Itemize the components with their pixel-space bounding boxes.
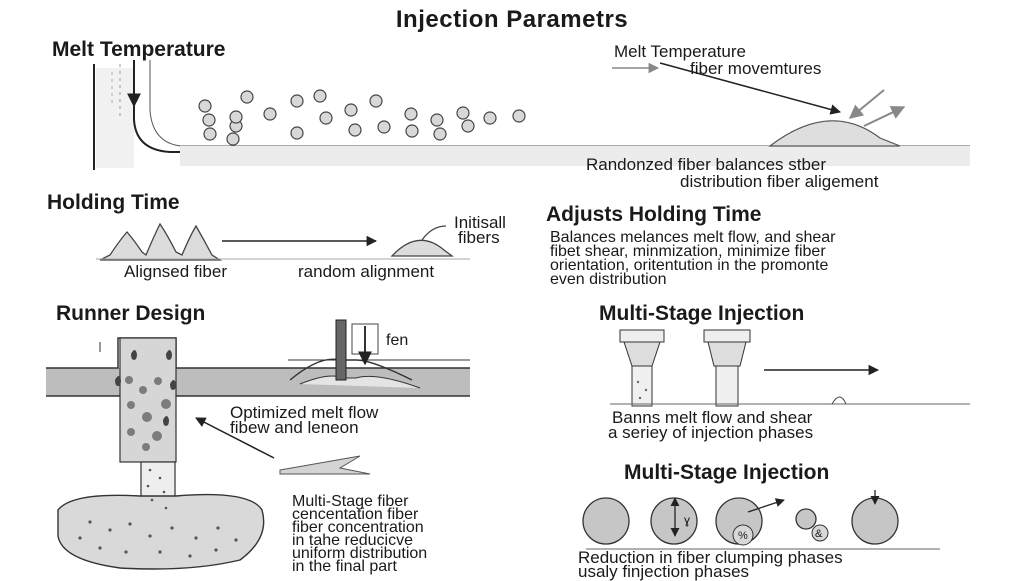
initial-fibers-label-line2: fibers: [458, 228, 500, 247]
circle-label-a: ɣ: [684, 513, 691, 527]
circle-label-b: %: [738, 530, 748, 542]
initial-fibers-label-line1: Initisall: [454, 213, 506, 232]
multi-stage-injection-heading-1: Multi-Stage Injection: [599, 302, 805, 325]
runner-line-4: in tahe reducicve: [292, 532, 413, 549]
random-alignment-label: random alignment: [298, 262, 435, 281]
page-title: Injection Parametrs: [395, 6, 629, 33]
multi-stage-injection-illustration-1: [610, 329, 970, 407]
fen-label: fen: [386, 332, 409, 349]
runner-design-heading: Runner Design: [56, 302, 206, 325]
runner-line-5: uniform distribution: [292, 545, 428, 562]
holding-time-illustration: [96, 222, 470, 261]
aligned-fiber-label: Alignsed fiber: [124, 262, 228, 281]
adjusts-line-1: Balances melances melt flow, and shear: [550, 229, 836, 246]
adjusts-holding-time-heading: Adjusts Holding Time: [546, 203, 762, 226]
multi-stage-injection-heading-2: Multi-Stage Injection: [624, 461, 830, 484]
runner-line-6: in the final part: [292, 558, 397, 575]
optimized-melt-flow-line1: Optimized melt flow: [230, 403, 379, 422]
melt-temperature-illustration: [93, 60, 970, 170]
melt-caption-line1: Randonzed fiber balances stber: [586, 155, 827, 174]
multi-stage-1-line2: a seriey of injection phases: [608, 423, 814, 442]
holding-time-heading: Holding Time: [47, 191, 180, 214]
melt-temperature-heading: Melt Temperature: [52, 38, 226, 61]
melt-temperature-callout: Melt Temperature: [614, 42, 746, 61]
runner-line-1: Multi-Stage fiber: [292, 493, 409, 510]
multi-stage-2-line2: usaly finjection phases: [578, 562, 750, 581]
adjusts-line-3: orientation, oritentution in the promont…: [550, 257, 829, 274]
runner-line-2: cencentation fiber: [292, 506, 419, 523]
fiber-movement-callout: fiber movemtures: [690, 59, 822, 78]
melt-caption-line2: distribution fiber aligement: [680, 172, 879, 191]
optimized-melt-flow-line2: fibew and leneon: [230, 418, 359, 437]
adjusts-line-2: fibet shear, minmization, minimize fiber: [550, 243, 826, 260]
multi-stage-injection-illustration-2: [582, 490, 940, 550]
runner-design-illustration: [46, 319, 470, 570]
runner-line-3: fiber concentration: [292, 519, 424, 536]
circle-label-c: &: [815, 528, 823, 540]
adjusts-line-4: even distribution: [550, 271, 667, 288]
multi-stage-2-line1: Reduction in fiber clumping phases: [578, 548, 843, 567]
multi-stage-1-line1: Banns melt flow and shear: [612, 408, 813, 427]
